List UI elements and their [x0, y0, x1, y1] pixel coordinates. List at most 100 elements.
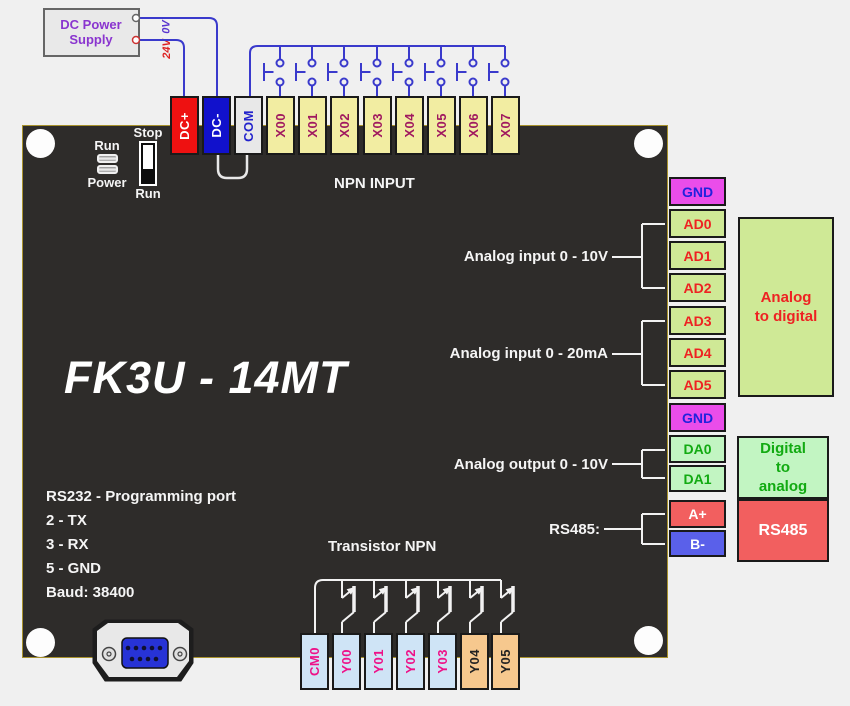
digital-to-analog-box: Digital to analog: [737, 436, 829, 499]
terminal-label: AD1: [683, 247, 712, 264]
terminal-label: COM: [241, 109, 256, 142]
terminal-label: X00: [273, 113, 288, 138]
terminal-label: CM0: [307, 647, 322, 676]
input-switch-x04: [392, 45, 414, 97]
terminal-x01: X01: [298, 96, 327, 155]
terminal-label: AD5: [683, 376, 712, 393]
terminal-ad3: AD3: [669, 306, 726, 335]
npn-input-label: NPN INPUT: [334, 175, 415, 192]
sidebox-label: Digital to analog: [758, 440, 808, 495]
terminal-label: X06: [466, 113, 481, 138]
terminal-label: AD3: [683, 312, 712, 329]
switch-knob: [143, 145, 153, 169]
terminal-cm0: CM0: [300, 633, 329, 690]
rs232-line: 5 - GND: [46, 560, 102, 577]
power-led-label: Power: [87, 175, 127, 190]
rs485-label: RS485:: [549, 521, 600, 538]
terminal-y00: Y00: [332, 633, 361, 690]
terminal-label: DC+: [177, 111, 192, 140]
terminal-y04: Y04: [460, 633, 489, 690]
db9-screw-right: [172, 646, 188, 662]
plc-board: [22, 125, 668, 658]
switch-run-label: Run: [135, 186, 161, 201]
terminal-label: X03: [370, 113, 385, 138]
terminal-da1: DA1: [669, 465, 726, 492]
terminal-ad5: AD5: [669, 370, 726, 399]
analog-output-10v-label: Analog output 0 - 10V: [453, 456, 608, 473]
rs485-box: RS485: [737, 499, 829, 562]
power-led: [96, 165, 118, 174]
input-switch-x02: [327, 45, 349, 97]
dc-power-supply-box: DC Power Supply 0V 24V: [43, 8, 173, 59]
rs232-line: Baud: 38400: [46, 584, 135, 601]
db9-screw-left: [101, 646, 117, 662]
model-title: FK3U - 14MT: [64, 352, 348, 403]
sidebox-label: RS485: [758, 522, 808, 539]
analog-input-20ma-label: Analog input 0 - 20mA: [449, 345, 608, 362]
mounting-screw-bottom-left: [26, 628, 55, 657]
terminal-label: DA0: [683, 441, 712, 457]
terminal-ad1: AD1: [669, 241, 726, 270]
rs232-info-block: RS232 - Programming port 2 - TX 3 - RX 5…: [46, 488, 236, 601]
terminal-x06: X06: [459, 96, 488, 155]
terminal-label: A+: [688, 506, 707, 522]
dc-power-supply-label: DC Power Supply: [60, 17, 122, 47]
terminal-label: Y01: [371, 649, 386, 674]
terminal-ad0: AD0: [669, 209, 726, 238]
rs232-line: 2 - TX: [46, 512, 87, 529]
terminal-label: Y03: [435, 649, 450, 674]
terminal-label: X01: [305, 113, 320, 138]
terminal-y05: Y05: [491, 633, 520, 690]
terminal-da0: DA0: [669, 435, 726, 463]
terminal-y02: Y02: [396, 633, 425, 690]
status-led-cluster: Run Power: [84, 139, 130, 189]
power-supply-wires: [139, 17, 218, 96]
db9-connector: [92, 619, 194, 682]
run-led-label: Run: [94, 138, 120, 153]
input-switch-x03: [360, 45, 382, 97]
input-switch-x00: [263, 45, 285, 97]
terminal-x04: X04: [395, 96, 424, 155]
db9-pins: [125, 645, 163, 662]
terminal-b-minus: B-: [669, 530, 726, 557]
terminal-label: GND: [681, 183, 714, 200]
terminal-label: X04: [402, 113, 417, 138]
terminal-y01: Y01: [364, 633, 393, 690]
terminal-label: AD0: [683, 215, 712, 232]
terminal-label: Y04: [467, 649, 482, 674]
terminal-x00: X00: [266, 96, 295, 155]
terminal-label: X02: [337, 113, 352, 138]
mounting-screw-top-left: [26, 129, 55, 158]
terminal-x07: X07: [491, 96, 520, 155]
terminal-label: AD2: [683, 279, 712, 296]
analog-input-10v-label: Analog input 0 - 10V: [463, 248, 608, 265]
terminal-label: B-: [690, 535, 705, 552]
run-stop-switch: [139, 141, 157, 186]
terminal-x03: X03: [363, 96, 392, 155]
input-common-bus: [249, 45, 505, 96]
rs232-line: RS232 - Programming port: [46, 488, 237, 505]
run-stop-switch-cluster: Stop Run: [126, 126, 170, 201]
terminal-label: X05: [434, 113, 449, 138]
terminal-gnd-1: GND: [669, 177, 726, 206]
terminal-dc-plus: DC+: [170, 96, 199, 155]
terminal-label: DA1: [683, 470, 712, 487]
psu-0v-label: 0V: [160, 20, 173, 34]
terminal-x02: X02: [330, 96, 359, 155]
mounting-screw-bottom-right: [634, 626, 663, 655]
terminal-a-plus: A+: [669, 500, 726, 528]
terminal-label: Y02: [403, 649, 418, 674]
mounting-screw-top-right: [634, 129, 663, 158]
sidebox-label: Analog to digital: [754, 289, 818, 325]
db9-socket: [121, 637, 169, 669]
analog-to-digital-box: Analog to digital: [738, 217, 834, 397]
terminal-gnd-2: GND: [669, 403, 726, 432]
terminal-ad4: AD4: [669, 338, 726, 367]
terminal-label: X07: [498, 113, 513, 138]
switch-stop-label: Stop: [133, 125, 163, 140]
rs232-line: 3 - RX: [46, 536, 89, 553]
terminal-x05: X05: [427, 96, 456, 155]
terminal-ad2: AD2: [669, 273, 726, 302]
terminal-label: Y00: [339, 649, 354, 674]
